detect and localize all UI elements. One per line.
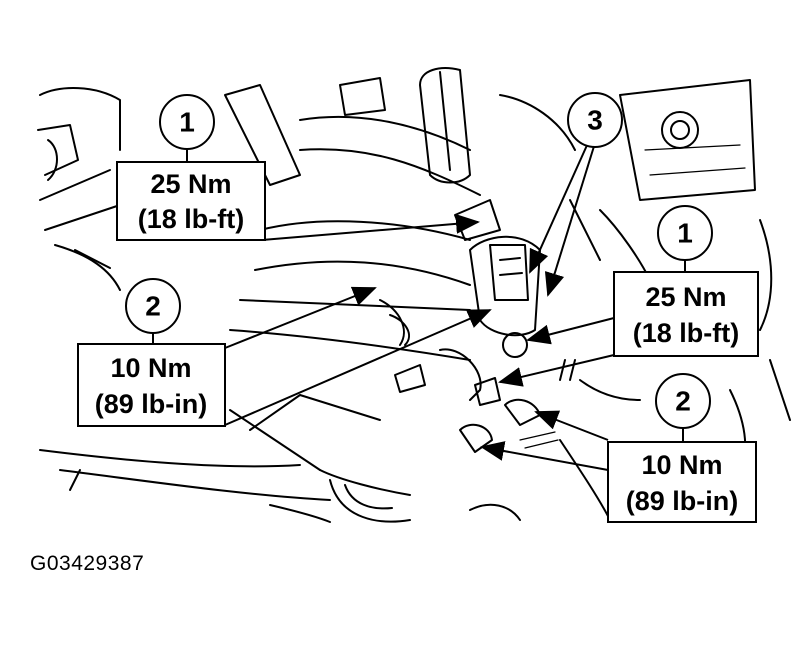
callout-number: 1 [179,107,195,138]
callout-number: 2 [675,386,691,417]
callout-1-right: 1 25 Nm (18 lb-ft) [613,205,759,357]
leader-line-2-right-a [534,410,609,441]
leader-line-2-left-a [224,286,377,349]
torque-metric: 10 Nm [110,353,191,383]
callout-number: 2 [145,291,161,322]
component-illustration [37,67,791,523]
callout-3: 3 [567,92,623,148]
torque-imperial: (18 lb-ft) [138,204,244,234]
callout-number-circle [657,205,713,261]
torque-imperial: (89 lb-in) [95,389,208,419]
callout-number-circle [567,92,623,148]
torque-imperial: (89 lb-in) [626,486,739,516]
leader-line-3-a [529,142,589,274]
torque-spec-box [607,441,757,523]
leader-line-1-right-a [526,317,615,345]
callout-2-right: 2 10 Nm (89 lb-in) [607,373,757,523]
leader-line-1-right-b [498,354,615,387]
callout-number: 3 [587,105,603,136]
torque-metric: 25 Nm [150,169,231,199]
callout-number-circle [655,373,711,429]
torque-spec-box [613,271,759,357]
figure-id: G03429387 [30,552,145,575]
torque-metric: 25 Nm [645,282,726,312]
torque-spec-box [77,343,226,427]
callout-1-left: 1 25 Nm (18 lb-ft) [116,94,266,241]
leader-line-3-b [544,142,596,297]
leader-line-2-left-b [224,309,492,426]
leader-line-2-right-b [480,441,609,471]
callout-number: 1 [677,218,693,249]
callout-number-circle [125,278,181,334]
leader-lines [152,142,686,471]
callout-number-circle [159,94,215,150]
callout-2-left: 2 10 Nm (89 lb-in) [77,278,226,427]
torque-imperial: (18 lb-ft) [633,318,739,348]
torque-metric: 10 Nm [641,450,722,480]
torque-spec-box [116,161,266,241]
leader-line-1-left [261,213,480,241]
